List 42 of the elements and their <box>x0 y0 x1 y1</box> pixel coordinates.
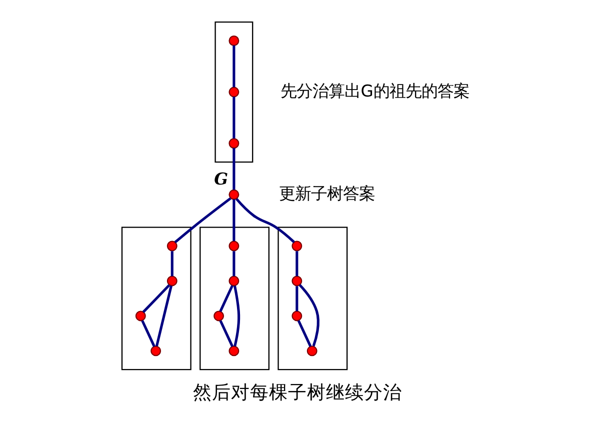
node-circle <box>213 310 224 322</box>
connector <box>154 285 172 346</box>
node-circle <box>228 346 239 356</box>
node-circle <box>166 276 177 286</box>
connector <box>142 284 170 313</box>
node-circle <box>228 86 239 98</box>
node-circle <box>134 310 146 322</box>
connector <box>170 251 173 276</box>
connector <box>232 96 235 138</box>
cluster <box>120 226 191 370</box>
node-circle <box>166 240 177 252</box>
connector <box>232 148 235 190</box>
cluster <box>214 22 253 163</box>
label: 更新子树答案 <box>278 184 375 203</box>
node-circle <box>228 138 239 149</box>
connector <box>232 251 235 276</box>
caption: 然后对每棵子树继续分治 <box>192 382 402 404</box>
node-circle <box>228 36 239 46</box>
connector <box>298 284 319 346</box>
connector <box>235 198 294 244</box>
node-circle <box>228 189 239 200</box>
connector <box>218 320 234 347</box>
connector <box>140 320 155 347</box>
connector <box>218 285 233 312</box>
connector <box>174 197 231 244</box>
node-circle <box>291 276 302 286</box>
cluster <box>277 226 348 370</box>
cluster <box>199 226 270 370</box>
node-label: G <box>214 169 228 188</box>
connector <box>295 251 298 276</box>
connector <box>232 286 240 346</box>
label: 先分治算出G的祖先的答案 <box>280 81 469 100</box>
node-circle <box>306 346 317 356</box>
node-circle <box>291 240 302 252</box>
connector <box>296 320 312 347</box>
connector <box>295 286 298 312</box>
node-circle <box>291 310 302 322</box>
connector <box>232 199 235 242</box>
connector <box>232 45 235 88</box>
node-circle <box>150 346 161 356</box>
node-circle <box>228 276 239 286</box>
node-circle <box>228 240 239 252</box>
